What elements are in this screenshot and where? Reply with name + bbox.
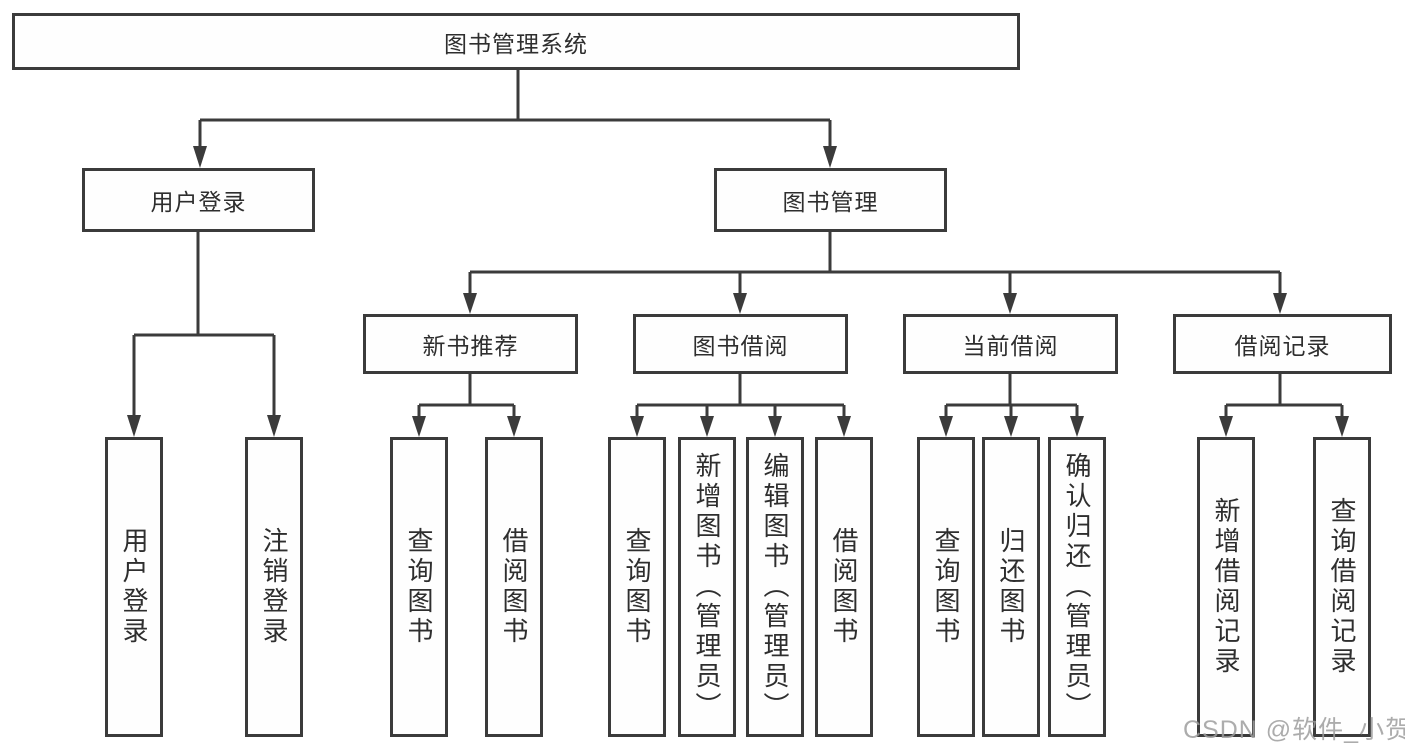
node-label: 图书借阅 [692, 333, 789, 359]
node-label: 新书推荐 [422, 333, 519, 359]
node-book-borrowing: 图书借阅 [633, 314, 848, 374]
node-label: 借阅记录 [1234, 333, 1331, 359]
node-book-management: 图书管理 [714, 168, 947, 232]
leaf-query-books: 查询图书 [917, 437, 975, 737]
leaf-add-books-admin: 新增图书（管理员） [678, 437, 736, 737]
node-new-book-recommend: 新书推荐 [363, 314, 578, 374]
node-root-system: 图书管理系统 [12, 13, 1020, 70]
node-label: 确认归还（管理员） [1062, 452, 1092, 722]
leaf-logout: 注销登录 [245, 437, 303, 737]
node-label: 当前借阅 [962, 333, 1059, 359]
node-label: 用户登录 [150, 189, 247, 215]
node-label: 新增图书（管理员） [692, 452, 722, 722]
leaf-user-login: 用户登录 [105, 437, 163, 737]
leaf-query-borrow-record: 查询借阅记录 [1313, 437, 1371, 737]
node-borrowing-records: 借阅记录 [1173, 314, 1392, 374]
leaf-edit-books-admin: 编辑图书（管理员） [746, 437, 804, 737]
node-current-borrowing: 当前借阅 [903, 314, 1118, 374]
node-label: 图书管理 [782, 189, 879, 215]
node-label: 查询图书 [931, 527, 961, 647]
arrowheads [127, 146, 1349, 437]
node-label: 查询图书 [404, 527, 434, 647]
leaf-query-books: 查询图书 [608, 437, 666, 737]
node-label: 查询图书 [622, 527, 652, 647]
csdn-watermark: CSDN @软件_小贺同学 [1183, 716, 1405, 744]
leaf-confirm-return-admin: 确认归还（管理员） [1048, 437, 1106, 737]
leaf-add-borrow-record: 新增借阅记录 [1197, 437, 1255, 737]
node-label: 编辑图书（管理员） [760, 452, 790, 722]
node-label: 图书管理系统 [444, 30, 588, 57]
leaf-borrow-books: 借阅图书 [815, 437, 873, 737]
leaf-return-books: 归还图书 [982, 437, 1040, 737]
leaf-borrow-books: 借阅图书 [485, 437, 543, 737]
node-label: 新增借阅记录 [1211, 497, 1241, 677]
node-label: 用户登录 [119, 527, 149, 647]
node-label: 注销登录 [259, 527, 289, 647]
node-label: 查询借阅记录 [1327, 497, 1357, 677]
node-label: 归还图书 [996, 527, 1026, 647]
node-user-login: 用户登录 [82, 168, 315, 232]
leaf-query-books: 查询图书 [390, 437, 448, 737]
node-label: 借阅图书 [499, 527, 529, 647]
node-label: 借阅图书 [829, 527, 859, 647]
